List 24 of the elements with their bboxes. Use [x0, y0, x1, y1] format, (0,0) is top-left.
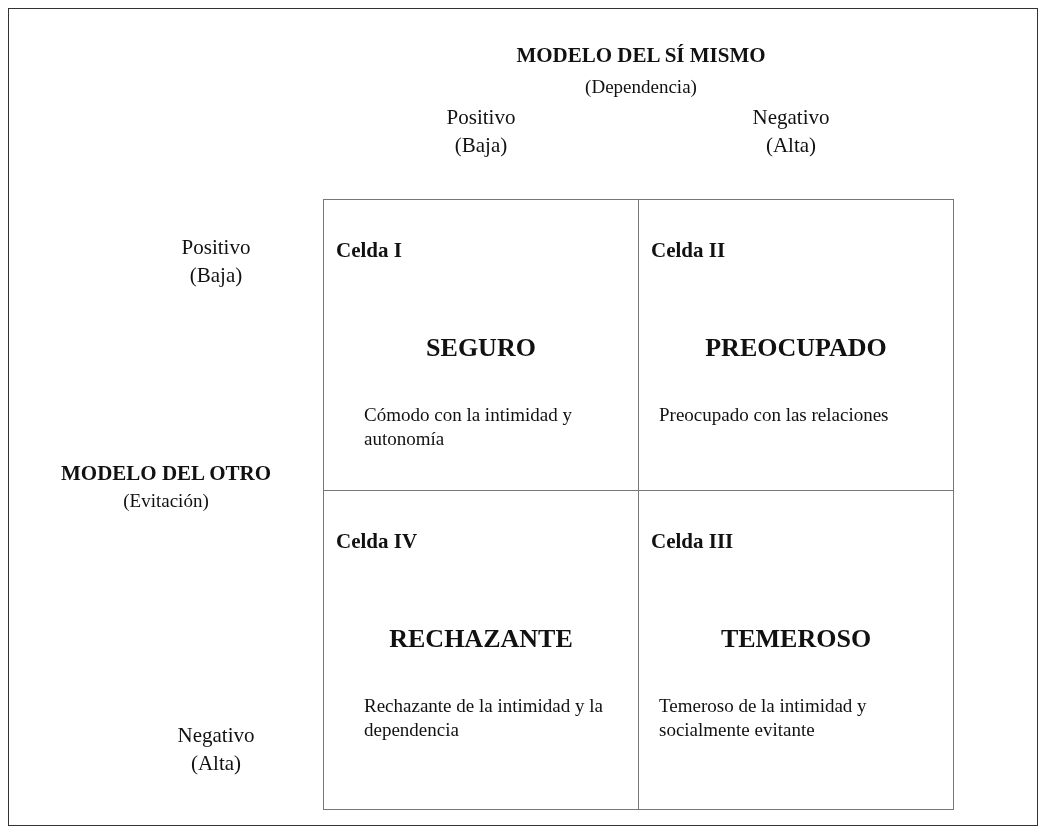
cell-number: Celda III: [651, 529, 734, 554]
column-header: Negativo (Alta): [751, 104, 831, 159]
quadrant-cell: [638, 490, 954, 810]
row-header: Positivo (Baja): [180, 234, 252, 289]
axis-subtitle: (Dependencia): [584, 75, 698, 99]
style-description: Temeroso de la intimidad y socialmente evitante: [659, 694, 868, 742]
attachment-style-name: PREOCUPADO: [704, 333, 888, 363]
column-header: Positivo (Baja): [445, 104, 517, 159]
axis-title: MODELO DEL SÍ MISMO: [515, 42, 767, 69]
style-description: Cómodo con la intimidad y autonomía: [364, 403, 573, 451]
style-description: Preocupado con las relaciones: [659, 403, 890, 427]
attachment-style-name: TEMEROSO: [719, 624, 873, 654]
axis-subtitle: (Evitación): [122, 489, 210, 513]
attachment-style-name: SEGURO: [425, 333, 537, 363]
style-description: Rechazante de la intimidad y la dependencia: [364, 694, 604, 742]
cell-number: Celda I: [336, 238, 402, 263]
quadrant-cell: [638, 199, 954, 490]
axis-title: MODELO DEL OTRO: [60, 460, 272, 487]
cell-number: Celda II: [651, 238, 726, 263]
cell-number: Celda IV: [336, 529, 418, 554]
quadrant-cell: [323, 199, 638, 490]
row-header: Negativo (Alta): [176, 722, 256, 777]
quadrant-cell: [323, 490, 638, 810]
attachment-style-name: RECHAZANTE: [388, 624, 574, 654]
